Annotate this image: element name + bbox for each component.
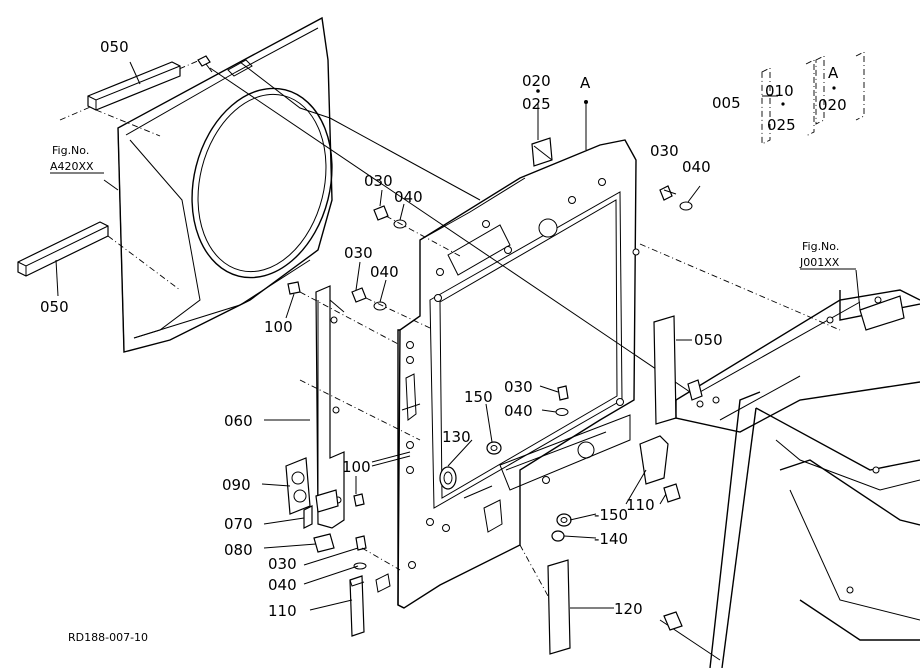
callout-040-a: 040 [394, 188, 423, 206]
callout-120: 120 [614, 600, 643, 618]
callout-090: 090 [222, 476, 251, 494]
callout-030-e: 030 [268, 555, 297, 573]
callout-110-b: 110 [626, 496, 655, 514]
nut-140 [551, 530, 565, 542]
group-010: 010 [765, 82, 794, 100]
leader-lines [55, 61, 861, 611]
seal-strip-120 [547, 559, 571, 655]
callout-040-c: 040 [682, 158, 711, 176]
seal-110-right [639, 435, 669, 485]
callout-A: A [580, 74, 591, 92]
assembly-lines [95, 109, 841, 597]
callout-050-top: 050 [100, 38, 129, 56]
radiator-frame [397, 137, 640, 609]
callout-050-left: 050 [40, 298, 69, 316]
bolt-washer-upper-right [659, 185, 693, 211]
grommet-150-upper [486, 441, 502, 455]
bracket-plate [315, 489, 339, 513]
seal-strip-050-right [653, 315, 677, 425]
fig-ref-number-left: A420XX [50, 160, 94, 173]
callout-040-b: 040 [370, 263, 399, 281]
callout-150-a: 150 [464, 388, 493, 406]
clip-right [663, 483, 681, 503]
diagram-id: RD188-007-10 [68, 631, 148, 644]
group-025: 025 [767, 116, 796, 134]
pad-080 [313, 533, 335, 553]
pipe [371, 451, 411, 463]
side-bracket-060 [315, 285, 345, 529]
callout-100-b: 100 [342, 458, 371, 476]
callout-110-a: 110 [268, 602, 297, 620]
callout-005: 005 [712, 94, 741, 112]
fig-ref-label-right: Fig.No. [802, 240, 839, 253]
callout-060: 060 [224, 412, 253, 430]
seal-strip-left [17, 221, 109, 277]
callout-140: -140 [594, 530, 628, 548]
grommet-150-lower [556, 513, 572, 527]
grommet-090 [285, 457, 311, 515]
callout-030-a: 030 [364, 172, 393, 190]
group-brace-005 [761, 51, 865, 145]
fig-ref-number-right: J001XX [799, 256, 840, 269]
alignment-line-2 [329, 117, 481, 201]
callout-030-c: 030 [650, 142, 679, 160]
fan-shroud [59, 16, 333, 353]
alignment-line-1 [209, 67, 691, 393]
callout-100-a: 100 [264, 318, 293, 336]
callout-070: 070 [224, 515, 253, 533]
seal-strip-110-lower [349, 575, 365, 637]
callout-050-right: 050 [694, 331, 723, 349]
bolt-washer-lower [353, 535, 391, 593]
group-020: 020 [818, 96, 847, 114]
callout-025: 025 [522, 95, 551, 113]
group-A: A [828, 64, 839, 82]
callout-150-b: -150 [594, 506, 628, 524]
callout-130: 130 [442, 428, 471, 446]
bolt-washer-upper-a [373, 205, 407, 229]
bolt-100-upper [287, 281, 301, 295]
seal-strip-top [87, 61, 181, 111]
callout-040-d: 040 [504, 402, 533, 420]
callout-040-e: 040 [268, 576, 297, 594]
callout-020: 020 [522, 72, 551, 90]
clamp-070 [303, 505, 313, 529]
callout-030-d: 030 [504, 378, 533, 396]
callout-030-b: 030 [344, 244, 373, 262]
bolt-top-shroud [197, 55, 213, 73]
bolt-100-lower [353, 493, 365, 507]
grommet-130 [439, 466, 457, 490]
callout-080: 080 [224, 541, 253, 559]
bolt-washer-center [555, 385, 569, 416]
chassis-frame [659, 289, 920, 668]
fig-ref-label-left: Fig.No. [52, 144, 89, 157]
